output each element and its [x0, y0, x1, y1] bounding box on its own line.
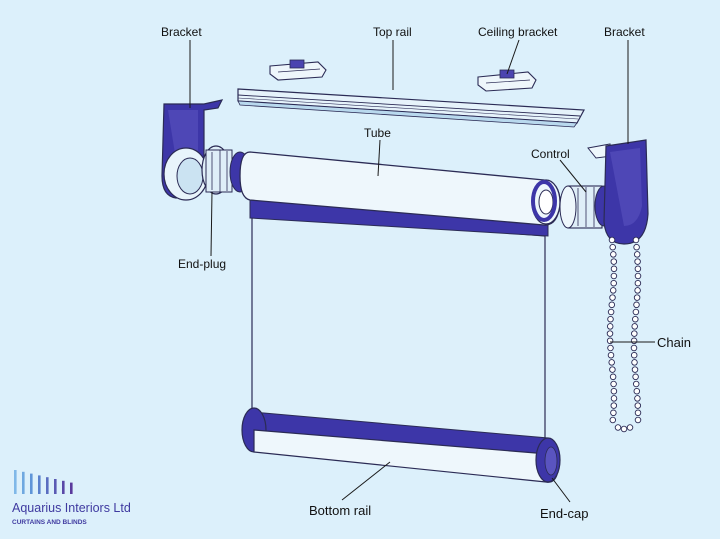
logo-mark	[14, 470, 73, 494]
chain-bead	[631, 330, 638, 337]
chain-bead	[626, 424, 634, 431]
chain-bead	[609, 366, 616, 373]
logo-bar	[70, 482, 73, 494]
label-end-cap: End-cap	[540, 506, 588, 521]
left-bracket	[161, 99, 224, 201]
chain-bead	[631, 359, 638, 366]
chain-bead	[634, 258, 641, 265]
chain-bead	[633, 243, 640, 251]
chain-bead	[634, 402, 642, 409]
chain-bead	[614, 424, 622, 431]
label-end-plug: End-plug	[178, 257, 226, 271]
top-rail	[237, 88, 585, 128]
company-logo: Aquarius Interiors Ltd CURTAINS AND BLIN…	[12, 470, 131, 526]
tube	[239, 151, 561, 226]
chain-bead	[610, 387, 618, 395]
chain-bead	[606, 337, 614, 345]
chain-bead	[608, 301, 616, 309]
label-tube: Tube	[364, 126, 391, 140]
label-bracket-left: Bracket	[161, 25, 202, 39]
chain-bead	[607, 344, 614, 352]
chain-bead	[609, 294, 616, 301]
chain-bead	[610, 402, 618, 409]
logo-bar	[14, 470, 17, 494]
chain-bead	[632, 236, 640, 244]
chain-bead	[610, 409, 617, 417]
chain-bead	[608, 236, 616, 244]
chain-bead	[607, 308, 615, 316]
chain-bead	[634, 395, 641, 402]
blind-fabric	[249, 199, 549, 441]
chain-bead	[632, 308, 640, 316]
chain-bead	[633, 301, 640, 309]
chain-bead	[630, 337, 638, 345]
chain-bead	[607, 351, 615, 359]
label-bottom-rail: Bottom rail	[309, 503, 371, 518]
logo-bar	[30, 473, 33, 494]
chain-bead	[609, 287, 617, 294]
logo-bar	[38, 475, 41, 494]
chain-bead	[634, 265, 642, 273]
chain-bead	[634, 272, 642, 280]
logo-bar	[54, 479, 57, 494]
control-mechanism	[559, 185, 614, 229]
label-ceiling-bracket: Ceiling bracket	[478, 25, 558, 39]
chain-bead	[610, 272, 618, 280]
chain-bead	[620, 425, 628, 433]
leader-lines	[189, 39, 655, 503]
right-bracket	[587, 139, 649, 245]
chain-bead	[610, 265, 618, 273]
logo-bar	[22, 471, 25, 494]
chain-bead	[632, 373, 639, 381]
logo-company-name: Aquarius Interiors Ltd	[12, 501, 131, 515]
logo-bar	[62, 480, 65, 494]
label-top-rail: Top rail	[373, 25, 412, 39]
chain-bead	[608, 359, 615, 366]
label-control: Control	[531, 147, 570, 161]
chain-bead	[631, 323, 638, 330]
chain-bead	[634, 409, 642, 417]
chain-bead	[607, 315, 614, 323]
chain-bead	[610, 395, 618, 402]
end-cap	[535, 437, 561, 483]
chain-bead	[632, 315, 639, 323]
chain-bead	[606, 323, 614, 330]
chain-bead	[631, 366, 639, 373]
chain-bead	[634, 416, 642, 424]
chain-bead	[630, 344, 638, 352]
chain-bead	[609, 373, 617, 381]
chain	[606, 236, 642, 433]
chain-bead	[609, 243, 616, 251]
chain-bead	[630, 351, 638, 359]
chain-bead	[610, 279, 617, 287]
chain-bead	[610, 380, 617, 388]
chain-bead	[633, 294, 641, 301]
logo-tagline: CURTAINS AND BLINDS	[12, 519, 87, 526]
chain-bead	[634, 279, 642, 287]
chain-bead	[634, 287, 641, 294]
chain-bead	[632, 380, 640, 388]
chain-bead	[610, 258, 618, 265]
chain-bead	[633, 387, 641, 395]
chain-bead	[610, 251, 617, 258]
chain-bead	[609, 416, 617, 424]
label-chain: Chain	[657, 335, 691, 350]
logo-bar	[46, 477, 49, 494]
ceiling-bracket-left	[269, 59, 327, 81]
chain-bead	[606, 330, 614, 337]
label-bracket-right: Bracket	[604, 25, 645, 39]
chain-bead	[633, 251, 641, 258]
